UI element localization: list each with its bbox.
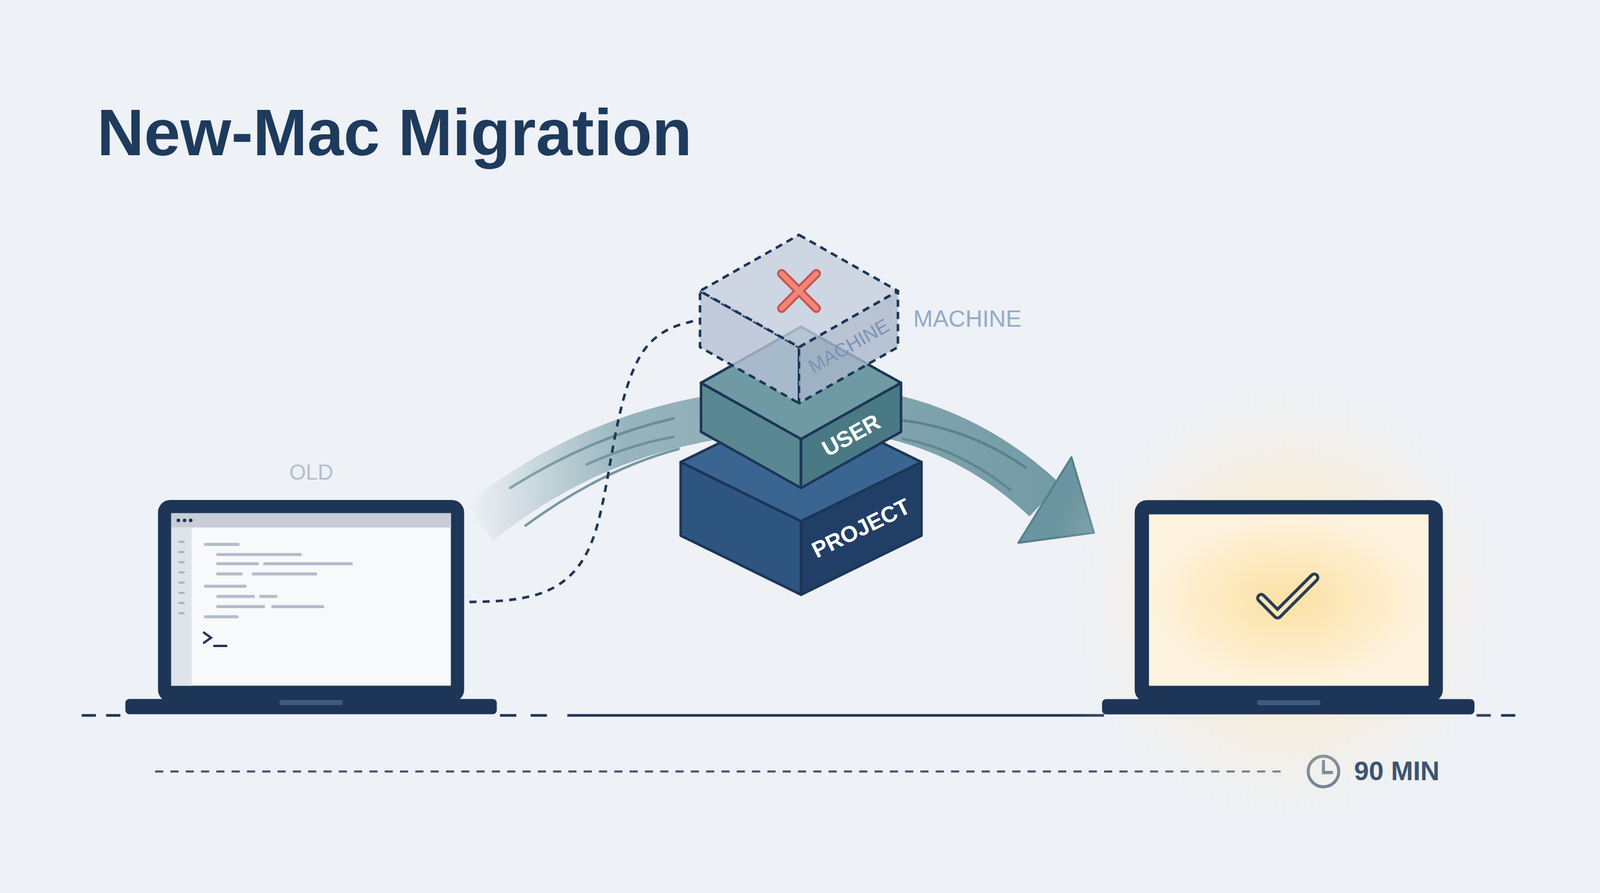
laptop-screen (171, 513, 452, 687)
terminal-prompt (204, 632, 227, 646)
line-number (178, 581, 185, 584)
node-shape (152, 454, 470, 715)
line-number (178, 551, 185, 554)
code-line (204, 543, 240, 546)
editor-sidebar (171, 527, 192, 686)
line-number (178, 571, 185, 574)
dashed-connector (469, 319, 700, 602)
window-dot (182, 518, 187, 523)
window-dot (176, 518, 181, 523)
motion-streak (525, 448, 679, 526)
laptop-notch (1256, 700, 1321, 706)
code-line (216, 605, 266, 609)
laptop-notch (279, 700, 344, 706)
motion-streak (510, 418, 674, 488)
old-laptop: OLD (152, 454, 470, 715)
code-line (216, 552, 302, 556)
laptop-base (1102, 698, 1475, 714)
code-line (216, 572, 244, 576)
line-number (178, 602, 185, 605)
line-number (178, 591, 185, 595)
window-titlebar (171, 513, 452, 528)
laptop-screen (1148, 514, 1429, 687)
laptop-screen-frame (158, 500, 465, 703)
ground-line (500, 713, 553, 717)
laptop-screen-frame (1134, 500, 1444, 703)
laptop-base (125, 698, 498, 714)
diagram-title: New-Mac Migration (97, 100, 692, 166)
code-line (204, 584, 248, 588)
success-glow (1043, 356, 1533, 847)
code-line (216, 562, 260, 566)
motion-streak (586, 436, 674, 464)
line-number (178, 540, 185, 544)
code-line (251, 572, 317, 576)
removed-cross (781, 273, 817, 309)
line-number (178, 612, 185, 615)
node-shape (700, 234, 902, 404)
device-label: OLD (288, 461, 334, 484)
code-line (271, 605, 325, 609)
machine-layer-cube: MACHINEMACHINE (700, 234, 902, 404)
code-line (216, 594, 256, 598)
removed-cross-inner (781, 273, 817, 309)
code-line (263, 562, 353, 566)
ground-line (567, 713, 1105, 717)
check-mark-inner (1261, 577, 1314, 615)
window-dot (188, 518, 193, 523)
layer-label: MACHINE (913, 306, 1022, 330)
line-number (178, 561, 185, 564)
duration-label: 90 MIN (1354, 758, 1440, 785)
ground-line (81, 713, 125, 717)
code-line (259, 594, 278, 598)
check-mark (1261, 577, 1314, 615)
code-line (204, 615, 239, 619)
